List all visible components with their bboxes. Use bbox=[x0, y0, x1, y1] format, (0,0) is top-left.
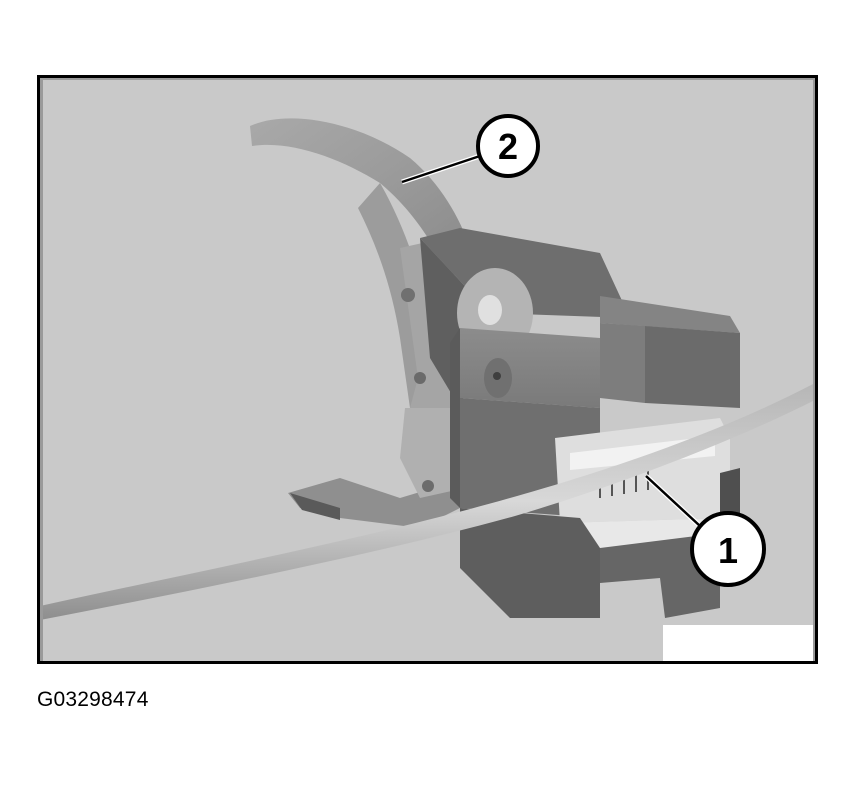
callout-1: 1 bbox=[690, 511, 766, 587]
callout-2: 2 bbox=[476, 114, 540, 178]
figure-id-caption: G03298474 bbox=[37, 688, 149, 711]
upper-die-block bbox=[420, 228, 740, 518]
svg-text:1: 1 bbox=[718, 530, 738, 571]
cable bbox=[40, 383, 815, 620]
figure-frame: 2 1 bbox=[37, 75, 818, 664]
svg-text:2: 2 bbox=[498, 126, 518, 167]
blank-label-box bbox=[663, 625, 815, 661]
tool-photo: 2 1 bbox=[40, 114, 815, 620]
